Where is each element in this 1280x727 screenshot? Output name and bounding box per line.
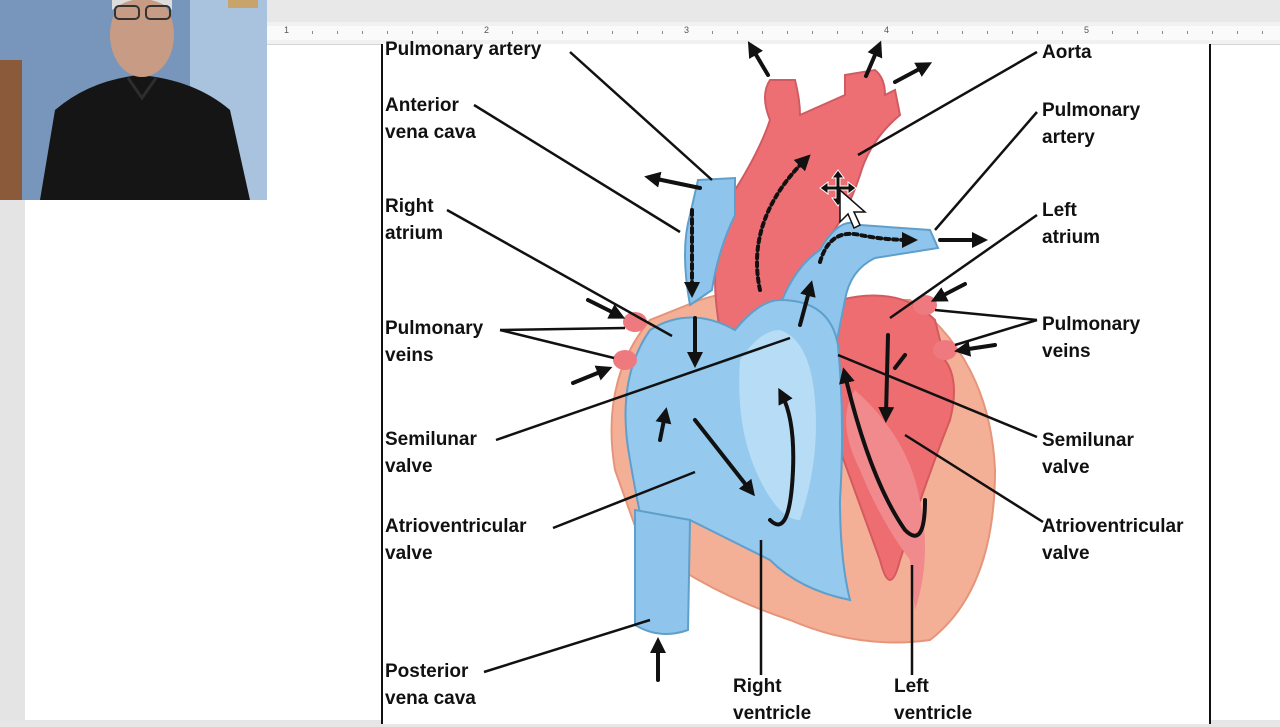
ruler-tick bbox=[1112, 31, 1113, 34]
toolbar-strip bbox=[267, 0, 1280, 22]
ruler-tick bbox=[637, 31, 638, 34]
right-ventricle-inner bbox=[739, 330, 816, 520]
ruler-tick bbox=[962, 31, 963, 34]
ruler-number: 1 bbox=[284, 25, 290, 35]
presenter-image bbox=[0, 0, 267, 200]
pulmonary-vein-stub bbox=[623, 312, 647, 332]
move-cursor-icon bbox=[819, 169, 867, 230]
ruler-tick bbox=[562, 31, 563, 34]
ruler-tick bbox=[1162, 31, 1163, 34]
ruler-tick bbox=[587, 31, 588, 34]
label-right-ventricle: Right ventricle bbox=[733, 676, 812, 724]
ruler-tick bbox=[787, 31, 788, 34]
ruler-tick bbox=[437, 31, 438, 34]
label-semilunar-valve-right: Semilunar valve bbox=[1042, 430, 1134, 478]
webcam-video bbox=[0, 0, 267, 200]
ruler-track bbox=[267, 26, 1280, 40]
ruler-tick bbox=[337, 31, 338, 34]
label-pulmonary-artery-right: Pulmonary artery bbox=[1042, 100, 1141, 148]
ruler-number: 2 bbox=[484, 25, 490, 35]
label-aorta: Aorta bbox=[1042, 42, 1092, 63]
ruler-tick bbox=[1012, 31, 1013, 34]
ruler-tick bbox=[912, 31, 913, 34]
anterior-vena-cava-shape bbox=[684, 176, 736, 307]
ruler-tick bbox=[1187, 31, 1188, 34]
ruler-number: 3 bbox=[684, 25, 690, 35]
ruler-tick bbox=[612, 31, 613, 34]
ruler-tick bbox=[1062, 31, 1063, 34]
ruler-number: 4 bbox=[884, 25, 890, 35]
ruler-tick bbox=[712, 31, 713, 34]
ruler-tick bbox=[662, 31, 663, 34]
pulmonary-vein-stub bbox=[933, 340, 957, 360]
label-pulmonary-veins-right: Pulmonary veins bbox=[1042, 314, 1141, 362]
label-posterior-vena-cava: Posterior vena cava bbox=[385, 661, 476, 709]
ruler-tick bbox=[762, 31, 763, 34]
ruler-tick bbox=[412, 31, 413, 34]
ruler-tick bbox=[312, 31, 313, 34]
label-pulmonary-artery-top: Pulmonary artery bbox=[385, 39, 542, 60]
ruler-tick bbox=[462, 31, 463, 34]
label-av-valve-right: Atrioventricular valve bbox=[1042, 516, 1184, 564]
ruler-tick bbox=[837, 31, 838, 34]
ruler-number: 5 bbox=[1084, 25, 1090, 35]
ruler-tick bbox=[812, 31, 813, 34]
ruler-tick bbox=[1212, 31, 1213, 34]
ruler-tick bbox=[1137, 31, 1138, 34]
label-anterior-vena-cava: Anterior vena cava bbox=[385, 95, 476, 143]
ruler-tick bbox=[1237, 31, 1238, 34]
horizontal-ruler[interactable]: 1 2 3 4 5 bbox=[267, 22, 1280, 45]
posterior-vena-cava-shape bbox=[634, 508, 692, 635]
label-pulmonary-veins-left: Pulmonary veins bbox=[385, 318, 484, 366]
label-left-ventricle: Left ventricle bbox=[894, 676, 973, 724]
ruler-tick bbox=[362, 31, 363, 34]
ruler-tick bbox=[387, 31, 388, 34]
label-left-atrium: Left atrium bbox=[1042, 200, 1101, 248]
ruler-tick bbox=[937, 31, 938, 34]
label-av-valve-left: Atrioventricular valve bbox=[385, 516, 527, 564]
ruler-tick bbox=[512, 31, 513, 34]
ruler-tick bbox=[987, 31, 988, 34]
pulmonary-vein-stub bbox=[613, 350, 637, 370]
ruler-tick bbox=[862, 31, 863, 34]
label-right-atrium: Right atrium bbox=[385, 196, 444, 244]
ruler-tick bbox=[1037, 31, 1038, 34]
ruler-tick bbox=[737, 31, 738, 34]
ruler-tick bbox=[1262, 31, 1263, 34]
ruler-tick bbox=[537, 31, 538, 34]
leader-lines bbox=[446, 50, 1044, 675]
label-semilunar-valve-left: Semilunar valve bbox=[385, 429, 477, 477]
